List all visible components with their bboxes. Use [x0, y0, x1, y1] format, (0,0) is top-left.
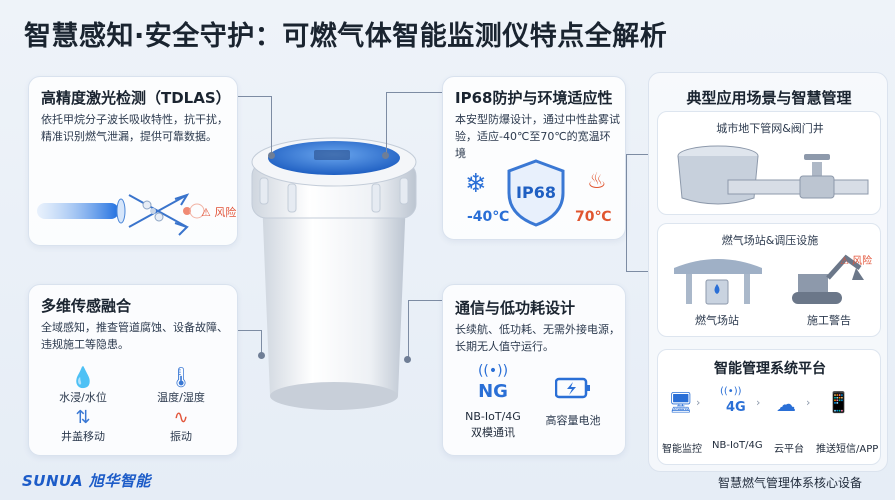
connector-dot — [258, 352, 265, 359]
page-title: 智慧感知·安全守护：可燃气体智能监测仪特点全解析 — [24, 21, 668, 52]
fusion-card: 多维传感融合 全域感知，推查管道腐蚀、设备故障、违规施工等隐患。 💧 水浸/水位… — [28, 284, 238, 456]
scenes-panel: 典型应用场景与智慧管理 城市地下管网&阀门井 燃气场站&调压设施 ⚠ 风险 — [648, 72, 888, 472]
thermometer-icon: 🌡 — [168, 365, 194, 389]
excavator-icon — [792, 254, 864, 304]
manhole-label: 井盖移动 — [61, 430, 105, 443]
station-label: 燃气场站 — [695, 314, 739, 327]
flow-cloud: 云平台 — [774, 444, 804, 455]
manhole-sensor: ⇅ 井盖移动 — [43, 407, 123, 444]
cloud-icon: ☁ — [776, 392, 796, 416]
fusion-title: 多维传感融合 — [41, 297, 132, 315]
heat-icon: ♨ — [587, 169, 607, 194]
ip68-title: IP68防护与环境适应性 — [455, 89, 613, 107]
flow-4g: 4G — [726, 400, 746, 415]
nb-label-line2: 双模通讯 — [471, 426, 515, 439]
battery-label: 高容量电池 — [545, 414, 601, 427]
ip68-badge: IP68 — [516, 183, 556, 202]
fusion-text: 全域感知，推查管道腐蚀、设备故障、违规施工等隐患。 — [41, 321, 228, 351]
station-card: 燃气场站&调压设施 ⚠ 风险 燃气场站 施工警告 — [657, 223, 881, 337]
vibration-label: 振动 — [170, 430, 192, 443]
water-label: 水浸/水位 — [59, 391, 107, 404]
pipe-valve-icon — [677, 145, 869, 205]
hot-temp: 70℃ — [575, 209, 612, 225]
snowflake-icon: ❄ — [465, 169, 487, 199]
connector-tdlas — [238, 96, 272, 156]
scenes-title: 典型应用场景与智慧管理 — [686, 89, 852, 107]
tdlas-card: 高精度激光检测（TDLAS） 依托甲烷分子波长吸收特性，抗干扰，精准识别燃气泄漏… — [28, 76, 238, 246]
connector-dot — [382, 152, 389, 159]
battery-icon — [555, 377, 590, 399]
phone-icon: 📱 — [826, 390, 851, 414]
signal-icon: ((•)) — [477, 363, 509, 379]
platform-card: 智能管理系统平台 🖥 › ((•)) 4G › ☁ › 📱 智能监控 NB-Io… — [657, 349, 881, 465]
tdlas-title: 高精度激光检测（TDLAS） — [41, 89, 231, 107]
arrow-icon: › — [696, 396, 701, 409]
comm-text: 长续航、低功耗、无需外接电源，长期无人值守运行。 — [455, 323, 620, 353]
temp-label: 温度/湿度 — [157, 391, 205, 404]
ip68-card: IP68防护与环境适应性 本安型防爆设计，通过中性盐雾试验，适应-40℃至70℃… — [442, 76, 626, 240]
monitor-icon: 🖥 — [668, 390, 694, 414]
shield-icon — [507, 159, 565, 227]
vibration-sensor: ∿ 振动 — [141, 407, 221, 444]
tdlas-text: 依托甲烷分子波长吸收特性，抗干扰，精准识别燃气泄漏，提供可靠数据。 — [41, 113, 228, 143]
construction-label: 施工警告 — [807, 314, 851, 327]
platform-title: 智能管理系统平台 — [714, 361, 826, 377]
connector-scenes — [626, 154, 648, 272]
water-sensor: 💧 水浸/水位 — [43, 365, 123, 405]
water-drop-icon: 💧 — [70, 365, 96, 389]
signal-4g-icon: ((•)) — [720, 386, 742, 397]
arrow-icon: › — [756, 396, 761, 409]
comm-card: 通信与低功耗设计 长续航、低功耗、无需外接电源，长期无人值守运行。 ((•)) … — [442, 284, 626, 456]
connector-dot — [404, 356, 411, 363]
flow-network: NB-IoT/4G — [712, 440, 763, 451]
gas-monitor-device — [251, 137, 417, 410]
connector-fusion — [238, 330, 262, 356]
gas-station-icon — [674, 259, 762, 305]
flow-monitor: 智能监控 — [662, 444, 702, 455]
arrow-icon: › — [806, 396, 811, 409]
pipeline-title: 城市地下管网&阀门井 — [716, 122, 824, 135]
ng-badge: NG — [478, 381, 508, 402]
station-title: 燃气场站&调压设施 — [721, 234, 819, 247]
tdlas-risk-label: ⚠ 风险 — [201, 206, 237, 219]
construction-risk: ⚠ 风险 — [840, 256, 873, 267]
ip68-text: 本安型防爆设计，通过中性盐雾试验，适应-40℃至70℃的宽温环境 — [455, 113, 620, 160]
connector-comm — [408, 300, 442, 360]
nb-label-line1: NB-IoT/4G — [465, 410, 521, 423]
laser-beam-icon — [37, 193, 205, 236]
vibration-icon: ∿ — [173, 407, 189, 428]
temp-sensor: 🌡 温度/湿度 — [141, 365, 221, 405]
cold-temp: -40℃ — [467, 209, 510, 225]
manhole-icon: ⇅ — [75, 407, 91, 428]
connector-ip68 — [386, 92, 442, 156]
pipeline-card: 城市地下管网&阀门井 — [657, 111, 881, 215]
comm-title: 通信与低功耗设计 — [455, 299, 576, 317]
nb-label: NB-IoT/4G 双模通讯 — [443, 409, 543, 441]
brand-logo: SUNUA 旭华智能 — [22, 472, 151, 490]
footer-caption: 智慧燃气管理体系核心设备 — [718, 476, 863, 490]
flow-push: 推送短信/APP — [816, 444, 879, 455]
connector-dot — [268, 152, 275, 159]
